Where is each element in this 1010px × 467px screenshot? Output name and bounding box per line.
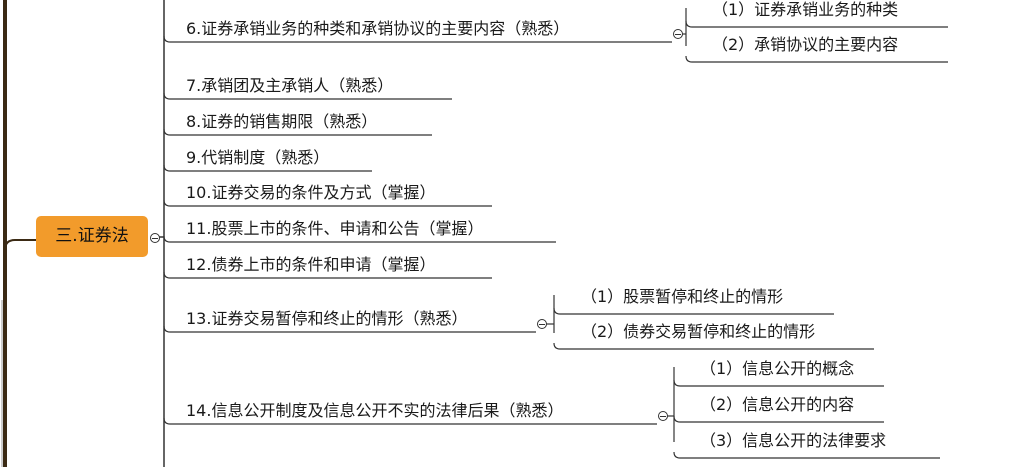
child-node[interactable]: （2）债券交易暂停和终止的情形 (581, 322, 816, 341)
root-collapse-icon[interactable] (150, 233, 160, 243)
branch-underline-14 (163, 417, 657, 425)
branch-node-12[interactable]: 12.债券上市的条件和申请（掌握） (186, 255, 436, 274)
branch-node-8[interactable]: 8.证券的销售期限（熟悉） (186, 112, 378, 131)
branch-node-9[interactable]: 9.代销制度（熟悉） (186, 148, 330, 167)
child-underline (673, 451, 940, 459)
child-node[interactable]: （1）证券承销业务的种类 (712, 0, 899, 19)
branch-node-11[interactable]: 11.股票上市的条件、申请和公告（掌握） (186, 219, 484, 238)
branch-underline-9 (163, 164, 372, 172)
child-node[interactable]: （3）信息公开的法律要求 (700, 431, 887, 450)
child-underline (673, 415, 884, 423)
branch-underline-6 (163, 35, 672, 43)
child-node[interactable]: （1）股票暂停和终止的情形 (581, 287, 784, 306)
branch-underline-13 (163, 325, 536, 333)
branch-underline-12 (163, 271, 492, 279)
child-underline (685, 20, 948, 28)
branch-underline-8 (163, 128, 432, 136)
branch-node-6[interactable]: 6.证券承销业务的种类和承销协议的主要内容（熟悉） (186, 19, 570, 38)
branch-collapse-icon[interactable] (673, 29, 683, 39)
branch-underline-10 (163, 199, 492, 207)
branch-node-7[interactable]: 7.承销团及主承销人（熟悉） (186, 76, 394, 95)
root-connector (4, 239, 36, 251)
branch-underline-7 (163, 92, 452, 100)
branch-collapse-icon[interactable] (537, 319, 547, 329)
child-underline (553, 342, 874, 350)
child-underline (673, 379, 884, 387)
child-node[interactable]: （1）信息公开的概念 (700, 359, 855, 378)
branch-node-14[interactable]: 14.信息公开制度及信息公开不实的法律后果（熟悉） (186, 401, 564, 420)
child-node[interactable]: （2）信息公开的内容 (700, 395, 855, 414)
child-node[interactable]: （2）承销协议的主要内容 (712, 35, 899, 54)
root-node[interactable]: 三.证券法 (36, 216, 148, 257)
branch-collapse-icon[interactable] (658, 411, 668, 421)
branch-underline-11 (163, 235, 556, 243)
child-underline (685, 55, 948, 63)
branch-node-10[interactable]: 10.证券交易的条件及方式（掌握） (186, 183, 436, 202)
branch-node-13[interactable]: 13.证券交易暂停和终止的情形（熟悉） (186, 309, 468, 328)
child-underline (553, 307, 834, 315)
